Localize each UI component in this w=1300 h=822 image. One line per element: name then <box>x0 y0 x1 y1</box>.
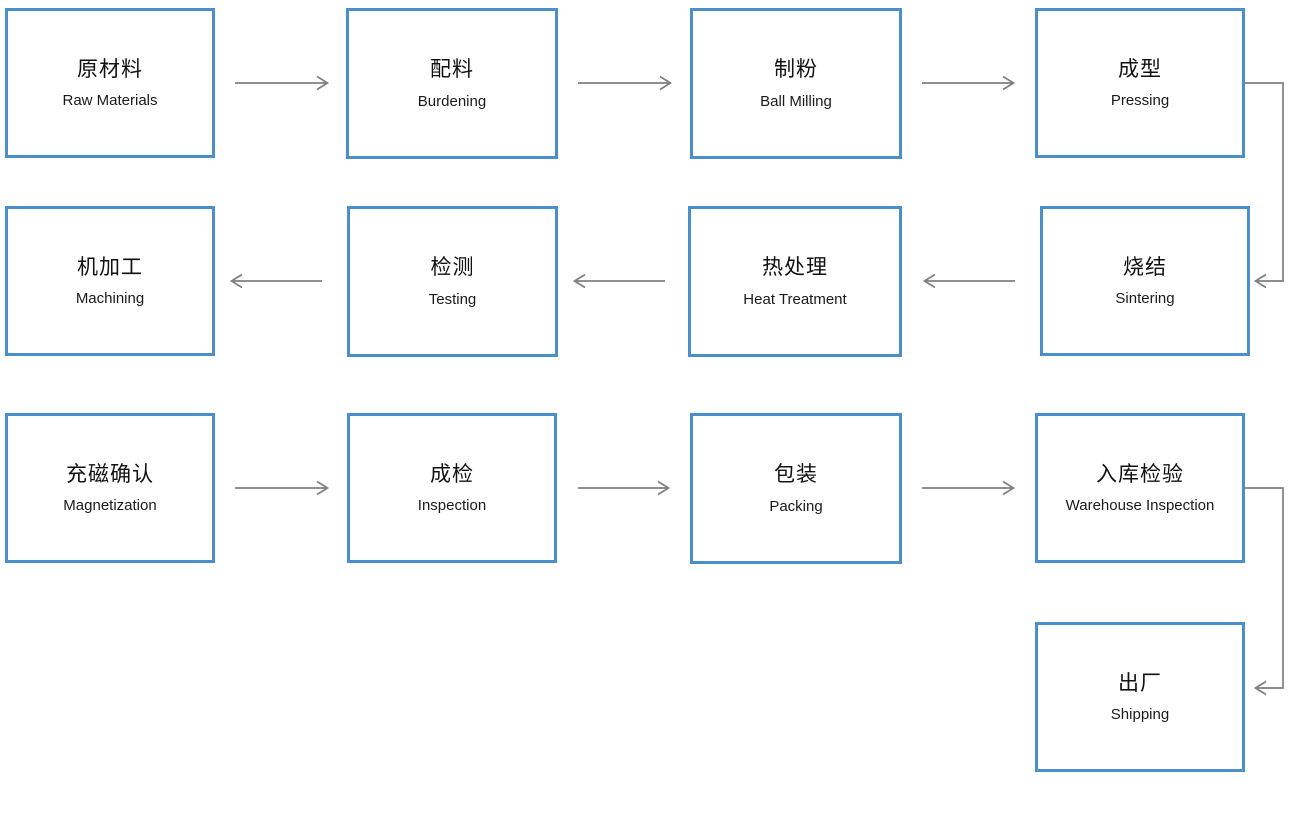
process-node-ball-milling: 制粉 Ball Milling <box>690 8 902 159</box>
process-node-heat-treatment: 热处理 Heat Treatment <box>688 206 902 357</box>
node-subtitle-en: Warehouse Inspection <box>1065 497 1215 515</box>
process-node-pressing: 成型 Pressing <box>1035 8 1245 158</box>
node-title-zh: 烧结 <box>1123 255 1167 279</box>
node-subtitle-en: Shipping <box>1110 706 1170 724</box>
process-node-testing: 检测 Testing <box>347 206 558 357</box>
node-title-zh: 出厂 <box>1118 671 1162 695</box>
node-title-zh: 热处理 <box>762 256 828 280</box>
node-title-zh: 成检 <box>430 462 474 486</box>
node-title-zh: 包装 <box>774 463 818 487</box>
process-node-sintering: 烧结 Sintering <box>1040 206 1250 356</box>
node-subtitle-en: Magnetization <box>63 497 157 515</box>
node-subtitle-en: Heat Treatment <box>743 290 847 308</box>
node-subtitle-en: Raw Materials <box>62 92 158 110</box>
node-subtitle-en: Machining <box>75 290 145 308</box>
node-title-zh: 入库检验 <box>1096 462 1184 486</box>
node-title-zh: 充磁确认 <box>66 462 154 486</box>
node-subtitle-en: Burdening <box>417 92 487 110</box>
node-title-zh: 成型 <box>1118 57 1162 81</box>
process-node-packing: 包装 Packing <box>690 413 902 564</box>
node-subtitle-en: Sintering <box>1115 290 1175 308</box>
process-node-inspection: 成检 Inspection <box>347 413 557 563</box>
node-subtitle-en: Ball Milling <box>760 92 832 110</box>
node-subtitle-en: Pressing <box>1110 92 1170 110</box>
process-node-machining: 机加工 Machining <box>5 206 215 356</box>
node-title-zh: 制粉 <box>774 58 818 82</box>
node-subtitle-en: Testing <box>428 290 477 308</box>
node-title-zh: 原材料 <box>77 57 143 81</box>
node-subtitle-en: Packing <box>769 497 823 515</box>
process-node-raw-materials: 原材料 Raw Materials <box>5 8 215 158</box>
process-node-warehouse-inspection: 入库检验 Warehouse Inspection <box>1035 413 1245 563</box>
process-node-shipping: 出厂 Shipping <box>1035 622 1245 772</box>
node-subtitle-en: Inspection <box>417 497 487 515</box>
arrow-warehouse-inspection-to-shipping <box>1245 487 1284 696</box>
edges-group <box>229 75 1284 696</box>
node-title-zh: 检测 <box>430 256 475 280</box>
arrow-pressing-to-sintering <box>1245 82 1284 289</box>
node-title-zh: 配料 <box>430 58 474 82</box>
process-node-magnetization: 充磁确认 Magnetization <box>5 413 215 563</box>
node-title-zh: 机加工 <box>77 255 143 279</box>
process-node-burdening: 配料 Burdening <box>346 8 558 159</box>
